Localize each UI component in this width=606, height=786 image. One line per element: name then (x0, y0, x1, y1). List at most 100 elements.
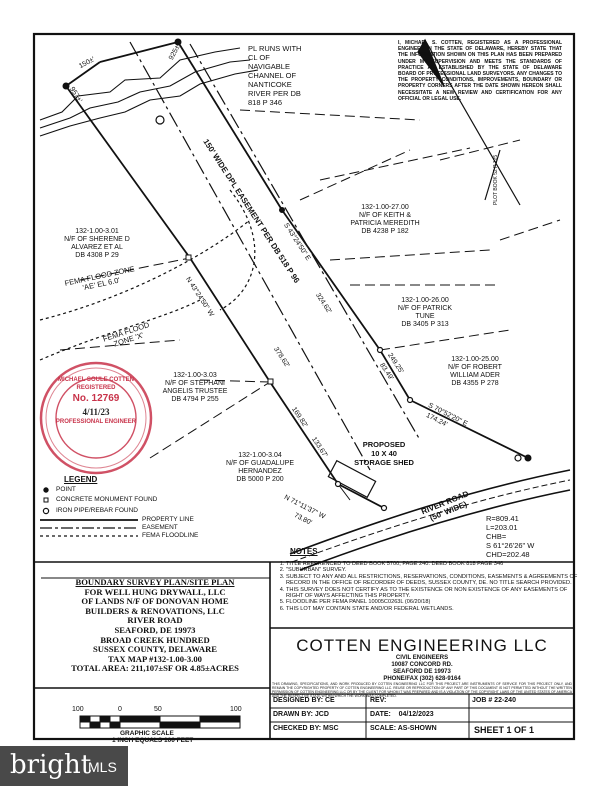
company-details: CIVIL ENGINEERS 10087 CONCORD RD. SEAFOR… (270, 655, 574, 683)
north-arrow (417, 38, 521, 206)
legend-item-iron-pipe: IRON PIPE/REBAR FOUND (56, 507, 138, 514)
outer-border (32, 32, 576, 741)
company-line: 10087 CONCORD RD. (391, 662, 453, 668)
parcel-keith-meredith: 132-1.00-27.00 N/F OF KEITH & PATRICIA M… (325, 204, 445, 236)
seal-signature-date: 4/11/23 (82, 407, 110, 417)
parcel-line: 132-1.00-25.00 (451, 356, 499, 363)
shed-label-line: 10 X 40 (371, 449, 397, 458)
parcel-line: ALVAREZ ET AL (71, 244, 123, 251)
company-line: PHONE/FAX (302) 628-9164 (383, 676, 461, 682)
parcel-line: WILLIAM ADER (450, 372, 500, 379)
river-road (289, 469, 571, 571)
curve-data: R=809.41 L=203.01 CHB= S 61°26'26" W CHD… (486, 514, 566, 559)
parcel-guadalupe-hernandez: 132-1.00-3.04 N/F OF GUADALUPE HERNANDEZ… (210, 452, 310, 484)
river-note-line: CL OF (248, 53, 270, 62)
parcel-line: PATRICIA MEREDITH (350, 220, 420, 227)
parcel-line: 132-1.00-3.04 (238, 452, 282, 459)
scale-label-100-right: 100 (230, 706, 242, 713)
scale-label-50: 50 (154, 706, 162, 713)
river-note-line: RIVER PER DB (248, 89, 301, 98)
river-note-line: PL RUNS WITH (248, 44, 302, 53)
note-item: THIS SURVEY DOES NOT CERTIFY AS TO THE E… (286, 587, 582, 600)
company-line: SEAFORD DE 19973 (393, 669, 451, 675)
parcel-line: ANGELIS TRUSTEE (162, 388, 228, 395)
engineer-certification: I, MICHAEL S. COTTEN, REGISTERED AS A PR… (398, 40, 562, 102)
parcel-line: N/F OF GUADALUPE (225, 460, 295, 467)
property-lines (65, 41, 529, 509)
seal-number: No. 12769 (72, 393, 120, 404)
river-note-line: NANTICOKE (248, 80, 292, 89)
company-line: CIVIL ENGINEERS (395, 655, 449, 661)
title-line: TOTAL AREA: 211,107±SF OR 4.85±ACRES (71, 663, 239, 674)
title-block: BOUNDARY SURVEY PLAN/SITE PLAN FOR WELL … (40, 577, 270, 674)
parcel-stephani-angelis: 132-1.00-3.03 N/F OF STEPHANI ANGELIS TR… (150, 372, 240, 404)
title-line: TAX MAP #132-1.00-3.00 (108, 653, 202, 664)
note-item: "SUBURBAN" SURVEY. (286, 567, 582, 573)
curve-data-line: R=809.41 (486, 514, 519, 523)
title-line: SEAFORD, DE 19973 (114, 624, 196, 635)
legend-item-point: POINT (56, 486, 76, 493)
parcel-robert-ader: 132-1.00-25.00 N/F OF ROBERT WILLIAM ADE… (420, 356, 530, 388)
scale-label-100-left: 100 (72, 706, 84, 713)
legend-item-property-line: PROPERTY LINE (142, 516, 194, 523)
legend-item-monument: CONCRETE MONUMENT FOUND (56, 496, 158, 503)
parcel-line: DB 3405 P 313 (401, 321, 449, 328)
watermark-brand: bright (10, 750, 92, 780)
title-line: FOR WELL HUNG DRYWALL, LLC (84, 586, 226, 597)
note-item: FLOODLINE PER FEMA PANEL 10005C0263L (06… (286, 599, 582, 605)
seal-text: MICHAEL SOULE COTTEN REGISTERED No. 1276… (50, 376, 142, 426)
parcel-line: DB 4308 P 29 (75, 252, 119, 259)
job-number: JOB # 22-240 (472, 697, 516, 704)
curve-data-line: CHB= (486, 532, 507, 541)
drawn-by: DRAWN BY: JCD (273, 711, 329, 718)
shed-label: PROPOSED 10 X 40 STORAGE SHED (350, 440, 418, 467)
note-item: SUBJECT TO ANY AND ALL RESTRICTIONS, RES… (286, 574, 582, 587)
designed-by: DESIGNED BY: CE (273, 697, 335, 704)
parcel-line: 132-1.00-3.01 (75, 228, 119, 235)
parcel-line: 132-1.00-3.03 (173, 372, 217, 379)
river-channel (39, 47, 259, 137)
legend-symbols (40, 487, 138, 537)
seal-title: PROFESSIONAL ENGINEER (55, 419, 137, 425)
parcel-line: DB 5000 P 200 (236, 476, 284, 483)
shed-label-line: STORAGE SHED (354, 458, 414, 467)
curve-data-line: L=203.01 (486, 523, 518, 532)
sheet-number: SHEET 1 OF 1 (474, 725, 535, 735)
title-line: RIVER ROAD (127, 615, 183, 626)
seal-name: MICHAEL SOULE COTTEN (58, 377, 134, 383)
parcel-line: 132-1.00-27.00 (361, 204, 409, 211)
drawing-scale: SCALE: AS-SHOWN (370, 725, 437, 732)
river-note-line: 818 P 346 (248, 98, 283, 107)
parcel-patrick-tune: 132-1.00-26.00 N/F OF PATRICK TUNE DB 34… (370, 297, 480, 329)
shed-label-line: PROPOSED (362, 440, 406, 449)
watermark-suffix: MLS (88, 759, 117, 775)
title-line: SUSSEX COUNTY, DELAWARE (92, 644, 218, 655)
parcel-line: N/F OF SHERENE D (64, 236, 130, 243)
parcel-line: N/F OF ROBERT (448, 364, 502, 371)
fema-floodlines (39, 189, 256, 361)
parcel-line: DB 4238 P 182 (361, 228, 409, 235)
parcel-line: DB 4355 P 278 (451, 380, 499, 387)
drawing-date: DATE: 04/12/2023 (370, 711, 434, 718)
legend-item-floodline: FEMA FLOODLINE (142, 532, 199, 539)
notes-title: NOTES (290, 547, 318, 556)
curve-data-line: CHD=202.48 (486, 550, 530, 559)
river-note: PL RUNS WITH CL OF NAVIGABLE CHANNEL OF … (248, 44, 334, 107)
copyright-disclaimer-visible: THIS DRAWING, SPECIFICATIONS, AND WORK P… (272, 682, 572, 698)
parcel-line: 132-1.00-26.00 (401, 297, 449, 304)
legend-title: LEGEND (64, 475, 98, 484)
neighbor-lines (59, 109, 561, 459)
note-item: THIS LOT MAY CONTAIN STATE AND/OR FEDERA… (286, 606, 582, 612)
parcel-line: N/F OF PATRICK (397, 305, 453, 312)
revision: REV: (370, 697, 387, 704)
curve-data-line: S 61°26'26" W (486, 541, 535, 550)
legend-item-easement: EASEMENT (142, 524, 178, 531)
title-line: BOUNDARY SURVEY PLAN/SITE PLAN (75, 577, 235, 587)
storage-shed (327, 459, 377, 499)
checked-by: CHECKED BY: MSC (273, 725, 339, 732)
engineer-seal (39, 361, 153, 475)
watermark-badge: bright MLS (0, 746, 128, 786)
parcel-line: HERNANDEZ (238, 468, 282, 475)
parcel-line: DB 4794 P 255 (171, 396, 219, 403)
